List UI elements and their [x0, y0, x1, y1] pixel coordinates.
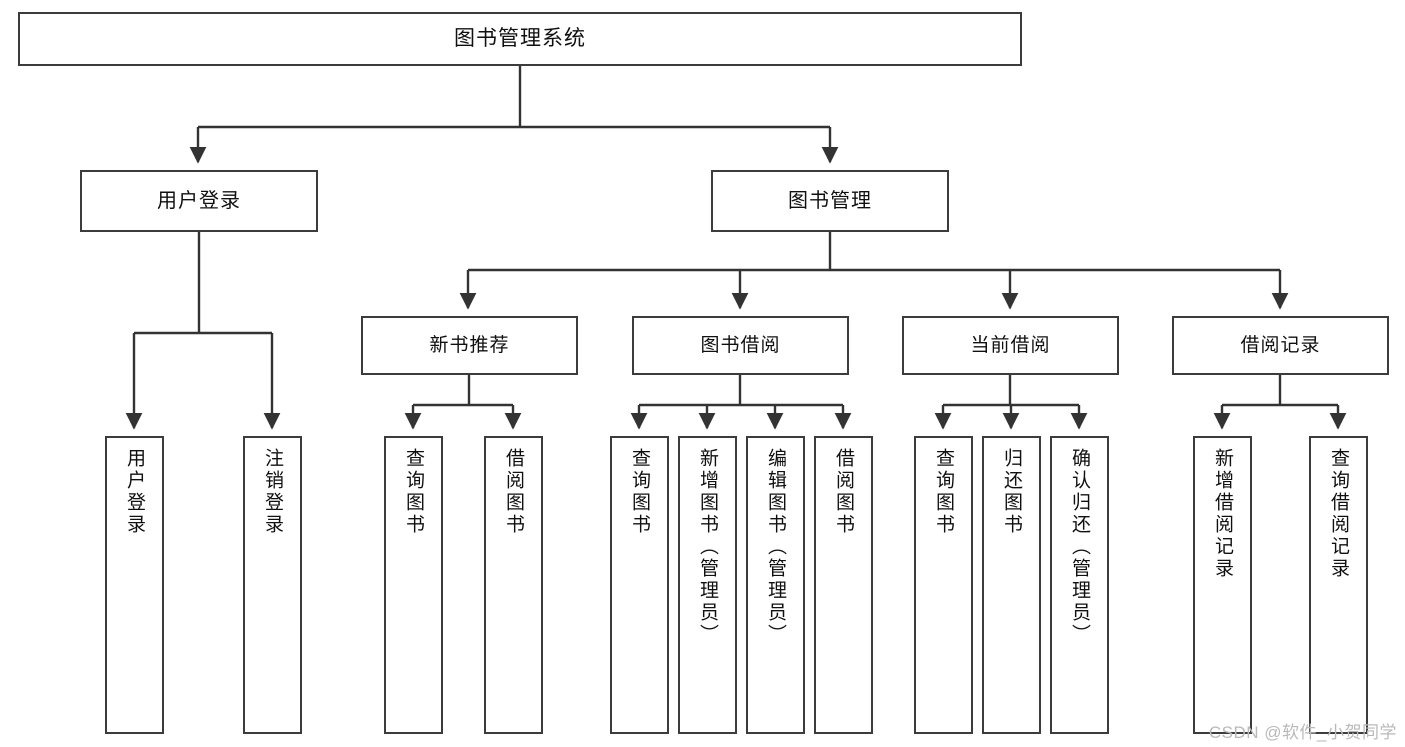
leaf-book-borrow-4-label: 借阅图书	[833, 448, 854, 536]
watermark: CSDN @软件_小贺同学	[1208, 723, 1397, 742]
leaf-new-book-2-label: 借阅图书	[503, 448, 524, 536]
leaf-book-borrow-2-label: 新增图书（管理员）	[697, 448, 718, 646]
leaf-current-borrow-1-label: 查询图书	[933, 448, 954, 536]
leaf-current-borrow-2-label: 归还图书	[1001, 448, 1022, 536]
leaf-book-borrow-3[interactable]: 编辑图书（管理员）	[746, 436, 805, 734]
leaf-book-borrow-3-label: 编辑图书（管理员）	[765, 448, 786, 646]
leaf-user-login-1[interactable]: 用户登录	[105, 436, 164, 734]
node-root[interactable]: 图书管理系统	[18, 12, 1022, 66]
leaf-user-login-1-label: 用户登录	[124, 448, 145, 536]
node-borrow-record-label: 借阅记录	[1240, 334, 1321, 356]
node-root-label: 图书管理系统	[454, 26, 586, 50]
node-book-borrow-label: 图书借阅	[700, 334, 781, 356]
node-borrow-record[interactable]: 借阅记录	[1172, 316, 1389, 375]
leaf-borrow-record-2[interactable]: 查询借阅记录	[1309, 436, 1368, 734]
node-book-management-label: 图书管理	[788, 189, 872, 212]
leaf-book-borrow-1-label: 查询图书	[629, 448, 650, 536]
leaf-current-borrow-3[interactable]: 确认归还（管理员）	[1050, 436, 1109, 734]
leaf-new-book-1[interactable]: 查询图书	[384, 436, 443, 734]
leaf-borrow-record-2-label: 查询借阅记录	[1328, 448, 1349, 580]
leaf-book-borrow-4[interactable]: 借阅图书	[814, 436, 873, 734]
leaf-user-login-2-label: 注销登录	[262, 448, 283, 536]
leaf-new-book-2[interactable]: 借阅图书	[484, 436, 543, 734]
node-new-book-recommend[interactable]: 新书推荐	[361, 316, 578, 375]
leaf-current-borrow-3-label: 确认归还（管理员）	[1069, 448, 1090, 646]
node-user-login-label: 用户登录	[157, 189, 241, 212]
leaf-borrow-record-1-label: 新增借阅记录	[1212, 448, 1233, 580]
leaf-user-login-2[interactable]: 注销登录	[243, 436, 302, 734]
node-book-management[interactable]: 图书管理	[711, 170, 949, 232]
node-current-borrow-label: 当前借阅	[970, 334, 1051, 356]
leaf-borrow-record-1[interactable]: 新增借阅记录	[1193, 436, 1252, 734]
leaf-current-borrow-2[interactable]: 归还图书	[982, 436, 1041, 734]
leaf-book-borrow-2[interactable]: 新增图书（管理员）	[678, 436, 737, 734]
node-user-login[interactable]: 用户登录	[80, 170, 318, 232]
node-current-borrow[interactable]: 当前借阅	[902, 316, 1119, 375]
leaf-new-book-1-label: 查询图书	[403, 448, 424, 536]
node-new-book-recommend-label: 新书推荐	[429, 334, 510, 356]
leaf-book-borrow-1[interactable]: 查询图书	[610, 436, 669, 734]
leaf-current-borrow-1[interactable]: 查询图书	[914, 436, 973, 734]
node-book-borrow[interactable]: 图书借阅	[632, 316, 849, 375]
